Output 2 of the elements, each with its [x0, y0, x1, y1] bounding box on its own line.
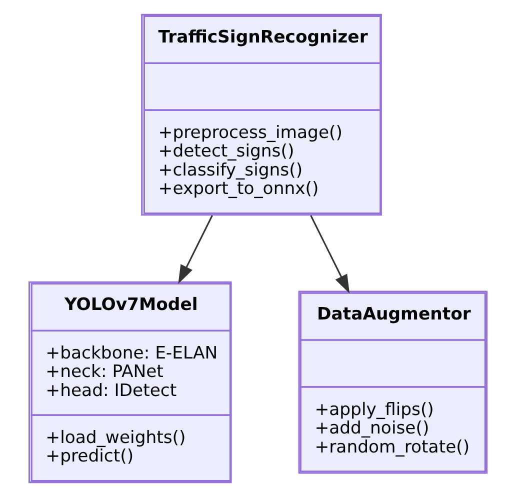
arrow — [310, 215, 350, 294]
arrow — [178, 215, 212, 284]
